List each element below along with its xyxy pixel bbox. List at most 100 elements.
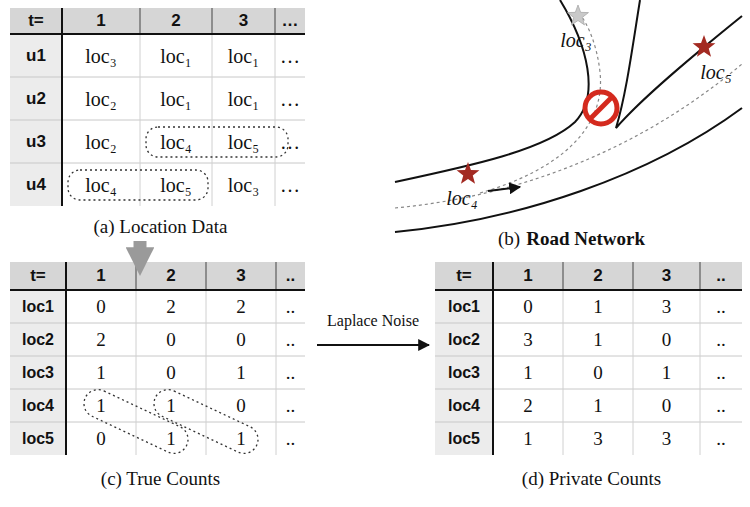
table-cell: 2	[523, 395, 533, 416]
lane-line	[395, 64, 742, 208]
dotted-capsule	[149, 385, 262, 458]
star-marker	[693, 35, 716, 57]
direction-arrow	[488, 187, 520, 191]
table-cell: ..	[286, 362, 296, 383]
table-grid	[10, 8, 742, 455]
panel-caption: (d) Private Counts	[435, 466, 748, 492]
no-entry-bar	[590, 97, 612, 119]
road-edge	[395, 0, 589, 182]
column-divider	[700, 262, 701, 290]
table-cell: loc₃	[85, 45, 116, 67]
column-divider	[633, 262, 634, 290]
table-cell: …	[280, 45, 300, 67]
table-cell: 1	[166, 395, 176, 416]
table-cell: 0	[523, 296, 533, 317]
column-header: 3	[239, 12, 248, 31]
table-cell: 0	[96, 428, 106, 449]
row-divider	[10, 323, 305, 324]
row-divider	[10, 163, 305, 164]
table-cell: 1	[523, 428, 533, 449]
table-cell: ..	[716, 395, 726, 416]
column-header: 2	[171, 12, 180, 31]
dotted-group	[68, 170, 208, 200]
table-cell: ..	[286, 428, 296, 449]
table-cell: 1	[593, 329, 603, 350]
dotted-group	[146, 127, 288, 157]
figure-panel: (a) Location Data	[10, 8, 311, 240]
column-header: t=	[30, 267, 46, 286]
road-edge	[395, 108, 742, 232]
table-cell: 0	[662, 329, 672, 350]
column-divider	[275, 34, 276, 206]
table-cell: 1	[236, 428, 246, 449]
no-entry-circle	[585, 92, 617, 124]
column-divider	[140, 8, 141, 34]
caption-text: (a) Location Data	[94, 216, 228, 237]
table-cell: loc₁	[160, 45, 191, 67]
column-header: 1	[96, 12, 105, 31]
row-divider	[435, 356, 742, 357]
row-header: loc2	[448, 331, 480, 349]
header-row	[10, 262, 305, 290]
header-row	[435, 262, 742, 290]
block-arrow	[134, 241, 147, 253]
column-header: 1	[523, 267, 532, 286]
caption-text: Road Network	[526, 228, 645, 249]
column-header: 3	[662, 267, 671, 286]
column-header: …	[282, 12, 299, 31]
table-cell: 0	[236, 395, 246, 416]
column-rule	[65, 262, 67, 455]
table-cell: loc₄	[85, 174, 116, 196]
location-label: loc₃	[560, 29, 591, 51]
column-rule	[61, 8, 63, 206]
table-cell: 1	[96, 362, 106, 383]
table-cell: ..	[716, 296, 726, 317]
table-cell: ..	[716, 362, 726, 383]
column-divider	[633, 290, 634, 455]
row-divider	[10, 422, 305, 423]
column-divider	[276, 290, 277, 455]
column-header: 3	[236, 267, 245, 286]
header-row	[10, 8, 305, 34]
column-header: ..	[286, 267, 295, 286]
table-cell: loc₅	[160, 174, 191, 196]
column-divider	[700, 290, 701, 455]
figure-panel: (b) Road Network	[395, 0, 748, 252]
column-rule	[492, 262, 494, 455]
table-cell: 3	[593, 428, 603, 449]
lane-line	[480, 14, 601, 193]
column-header: t=	[456, 267, 472, 286]
row-divider	[10, 120, 305, 121]
caption-text: (b)	[498, 228, 520, 249]
row-header: loc1	[22, 298, 54, 316]
table-cell: ..	[286, 329, 296, 350]
table-cell: 0	[166, 329, 176, 350]
star-marker	[457, 162, 480, 184]
column-header: 2	[593, 267, 602, 286]
table-cell: 0	[593, 362, 603, 383]
row-header: loc2	[22, 331, 54, 349]
table-cell: 1	[593, 395, 603, 416]
table-cell: 1	[236, 362, 246, 383]
edge-label: Laplace Noise	[324, 312, 422, 330]
table-cell: loc₃	[228, 174, 259, 196]
table-cell: 0	[96, 296, 106, 317]
table-cell: 1	[166, 428, 176, 449]
table-cell: ..	[716, 329, 726, 350]
row-header: loc4	[448, 397, 480, 415]
row-divider	[435, 422, 742, 423]
row-divider	[10, 356, 305, 357]
column-divider	[206, 262, 207, 290]
table-cell: 3	[523, 329, 533, 350]
row-header: loc4	[22, 397, 54, 415]
table-cell: …	[280, 174, 300, 196]
dotted-capsule	[79, 385, 192, 458]
table-cell: 2	[236, 296, 246, 317]
row-header: loc1	[448, 298, 480, 316]
no-entry-sign	[585, 92, 617, 124]
header-rule	[435, 289, 742, 291]
column-divider	[563, 290, 564, 455]
row-divider	[435, 323, 742, 324]
